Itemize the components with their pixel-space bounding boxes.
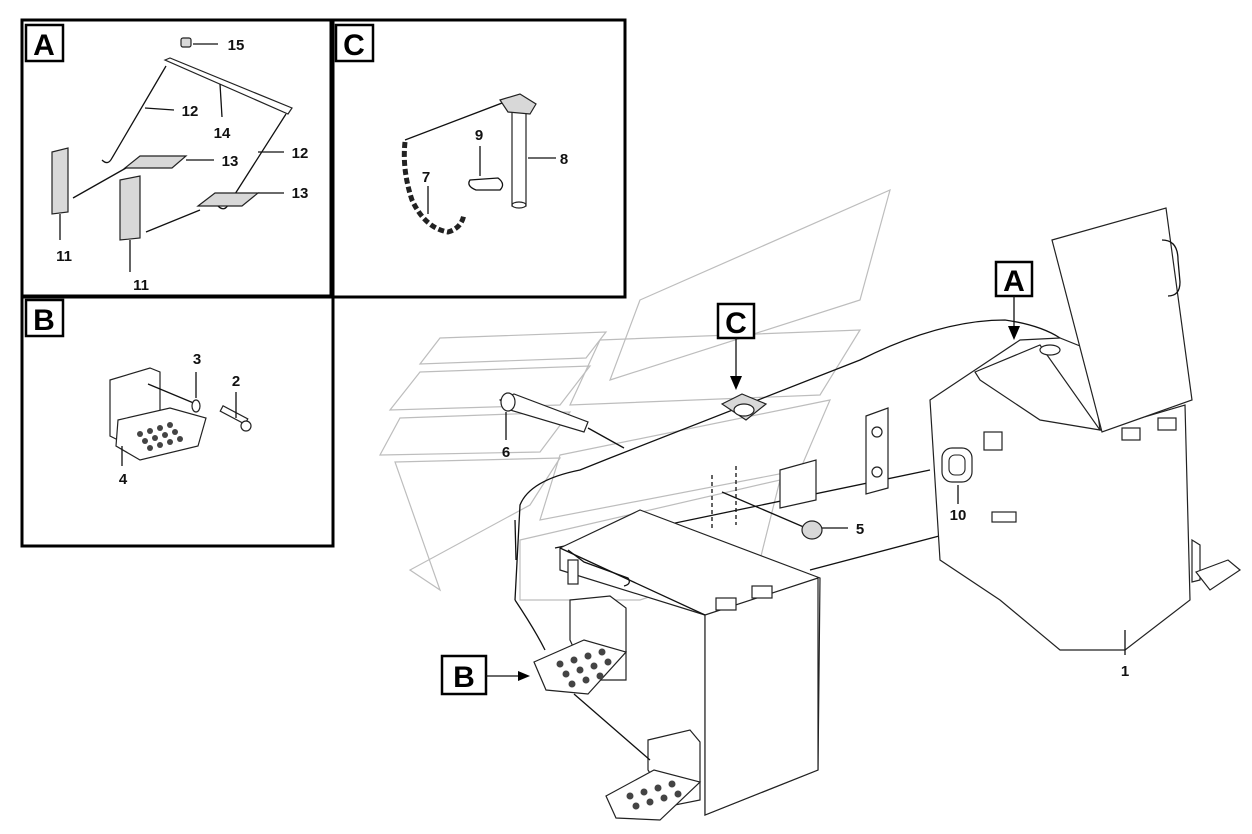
detail-letter-c: C bbox=[343, 29, 365, 62]
label-8: 8 bbox=[560, 151, 568, 168]
handle-part-10 bbox=[941, 447, 973, 483]
chain-part-7 bbox=[401, 141, 467, 235]
step-upper bbox=[533, 595, 628, 695]
callout-b: B bbox=[453, 661, 475, 694]
label-1: 1 bbox=[1121, 663, 1129, 680]
callout-a: A bbox=[1003, 265, 1025, 298]
toolbox-lid bbox=[1051, 207, 1193, 433]
bolt-part-5 bbox=[801, 520, 823, 540]
label-9: 9 bbox=[475, 127, 483, 144]
label-11-left: 11 bbox=[56, 248, 72, 265]
label-3: 3 bbox=[193, 351, 201, 368]
cap-part-15 bbox=[180, 37, 192, 48]
detail-box-c: C 8 9 7 bbox=[329, 18, 627, 299]
label-4: 4 bbox=[119, 471, 128, 488]
toolbox-part-1 bbox=[929, 337, 1191, 651]
label-11-right: 11 bbox=[133, 277, 149, 294]
label-13-lower: 13 bbox=[292, 185, 309, 202]
label-7: 7 bbox=[422, 169, 430, 186]
label-15: 15 bbox=[228, 37, 245, 54]
label-14: 14 bbox=[214, 125, 231, 142]
pad-part-13-lower bbox=[196, 192, 260, 207]
label-10: 10 bbox=[950, 507, 967, 524]
cover-part-14 bbox=[163, 57, 293, 115]
detail-letter-b: B bbox=[33, 304, 55, 337]
block-part-11-right bbox=[119, 175, 141, 241]
rod-part-12-left bbox=[101, 65, 167, 164]
label-2: 2 bbox=[232, 373, 240, 390]
main-assembly: A C B 6 5 10 1 bbox=[440, 207, 1242, 821]
label-12-right: 12 bbox=[292, 145, 309, 162]
detail-box-b: B 3 2 4 bbox=[20, 294, 335, 548]
detail-box-a: A 15 12 14 12 13 13 11 11 bbox=[20, 18, 335, 299]
step-lower bbox=[605, 729, 702, 821]
washer-part-3 bbox=[191, 399, 201, 413]
pin-part-8 bbox=[511, 109, 527, 207]
label-6: 6 bbox=[502, 444, 510, 461]
label-13-upper: 13 bbox=[222, 153, 239, 170]
pad-part-13-upper bbox=[123, 155, 188, 169]
label-5: 5 bbox=[856, 521, 864, 538]
detail-letter-a: A bbox=[33, 29, 55, 62]
block-part-11-left bbox=[51, 147, 69, 215]
callout-c: C bbox=[725, 307, 747, 340]
label-12-left: 12 bbox=[182, 103, 199, 120]
clip-part-9 bbox=[468, 177, 504, 191]
